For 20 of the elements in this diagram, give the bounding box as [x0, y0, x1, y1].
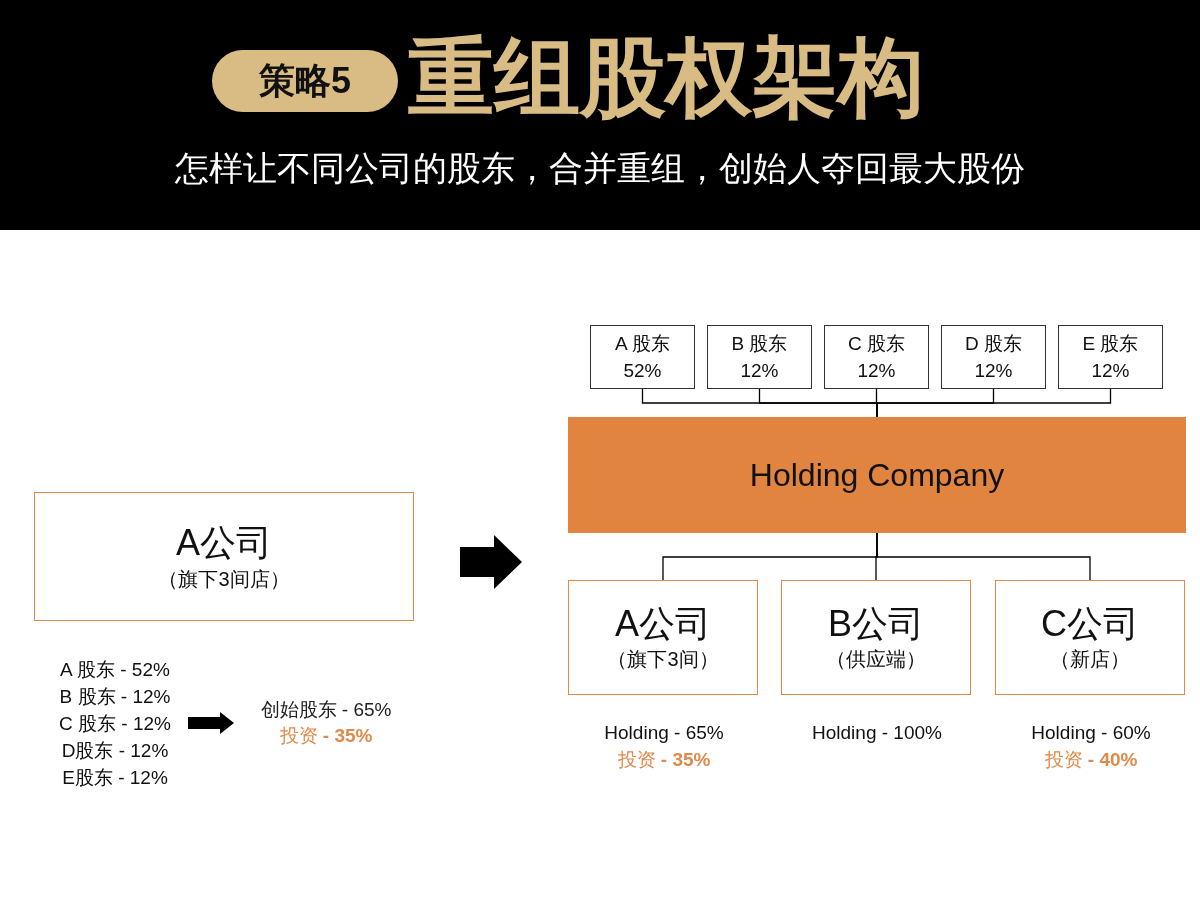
shareholder-box: C 股东 12%: [824, 325, 929, 389]
shareholder-list: A 股东 - 52% B 股东 - 12% C 股东 - 12% D股东 - 12% E股东 - 12%: [30, 655, 200, 791]
share-note: Holding - 60%: [1030, 721, 1152, 745]
shareholder-box: D 股东 12%: [941, 325, 1046, 389]
connector-line: [876, 388, 1112, 418]
share-note: 投资 - 35%: [616, 748, 712, 772]
share-result-text: 创始股东 - 65% 投资 - 35%: [236, 697, 416, 749]
share-note: 投资 - 40%: [1043, 748, 1139, 772]
strategy-badge: 策略5: [212, 50, 398, 112]
share-note: Holding - 100%: [811, 721, 943, 745]
shareholder-box: B 股东 12%: [707, 325, 812, 389]
title: 重组股权架构: [408, 28, 925, 127]
subtitle: 怎样让不同公司的股东，合并重组，创始人夺回最大股份: [174, 148, 1026, 189]
shareholder-box: A 股东 52%: [590, 325, 695, 389]
share-note: Holding - 65%: [603, 721, 725, 745]
arrow: [188, 712, 234, 734]
holding-company-bar: Holding Company: [568, 417, 1186, 533]
connector-line: [876, 532, 1091, 581]
shareholder-box: E 股东 12%: [1058, 325, 1163, 389]
company-box: A公司 （旗下3间店）: [34, 492, 414, 621]
